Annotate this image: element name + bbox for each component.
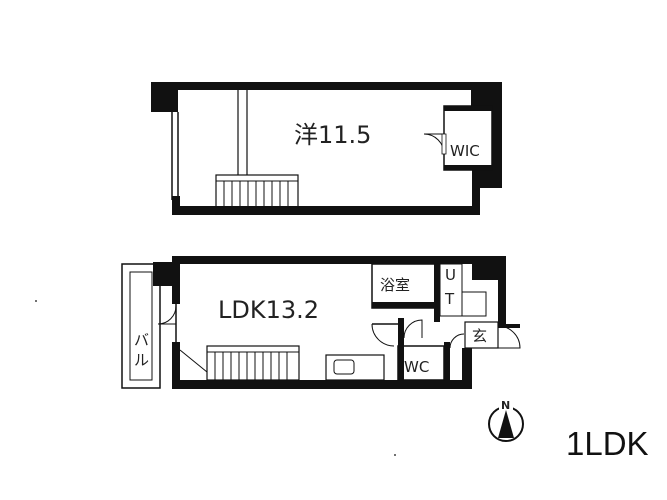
hall-door-swing [371, 323, 395, 347]
ut-door-swing [449, 333, 465, 349]
upper-floor [151, 82, 502, 215]
lower-stair [206, 345, 300, 381]
room-label-wc: WC [404, 358, 429, 376]
room-label-ldk: LDK13.2 [218, 296, 319, 324]
upper-wall-corner-ne [471, 82, 502, 106]
ut-washer [461, 291, 487, 317]
lower-stair-treads [207, 351, 299, 380]
room-label-balcony-2: ル [134, 351, 149, 369]
stair-diagonal [179, 349, 208, 373]
lower-wall-corner-se [462, 348, 472, 389]
bath-wall-right [434, 264, 440, 322]
upper-wall-right-lower [472, 185, 480, 215]
entrance-outline [464, 321, 499, 349]
scan-speck [35, 300, 37, 302]
upper-wall-right [492, 82, 502, 188]
upper-wall-bottom [172, 206, 480, 215]
entrance-door-swing [497, 325, 521, 349]
kitchen-sink [333, 359, 355, 375]
room-label-bath: 浴室 [380, 276, 410, 294]
lower-wall-bottom [172, 380, 470, 389]
upper-wall-top [151, 82, 502, 90]
layout-type-label: 1LDK [566, 425, 649, 462]
room-label-balcony-1: バ [134, 331, 149, 349]
lower-wall-left-upper [172, 256, 180, 304]
room-label-ut-u: U [445, 266, 456, 284]
lower-wall-left-lower [172, 342, 180, 388]
balcony-inner [129, 271, 153, 381]
lower-floor [121, 256, 521, 389]
kitchen-counter [325, 354, 385, 381]
upper-stair [215, 174, 299, 208]
upper-wall-corner-sw [172, 196, 180, 215]
wic-door-swing [423, 133, 445, 155]
bath-wall-bottom [372, 302, 438, 308]
entrance-door-leaf [498, 324, 520, 328]
lower-wall-top [172, 256, 506, 264]
room-label-western: 洋11.5 [294, 121, 371, 149]
compass-icon: N [488, 398, 524, 442]
wc-door-swing [403, 319, 423, 339]
lower-wall-right [498, 256, 506, 326]
room-label-wic: WIC [450, 142, 480, 160]
upper-wall-step [472, 170, 502, 188]
wic-wall-top [444, 106, 492, 111]
upper-stair-treads [216, 180, 298, 207]
compass-north-label: N [501, 399, 510, 412]
scan-speck [394, 454, 396, 456]
wc-wall-right [444, 342, 450, 380]
balcony-outline [121, 263, 161, 389]
room-label-ut-t: T [444, 290, 455, 308]
wic-wall-bottom [444, 165, 492, 170]
wic-outline [443, 105, 493, 171]
wc-wall-left [398, 318, 404, 380]
room-label-entrance: 玄 [472, 327, 487, 345]
wic-door [441, 133, 447, 155]
ut-outline [439, 263, 463, 317]
